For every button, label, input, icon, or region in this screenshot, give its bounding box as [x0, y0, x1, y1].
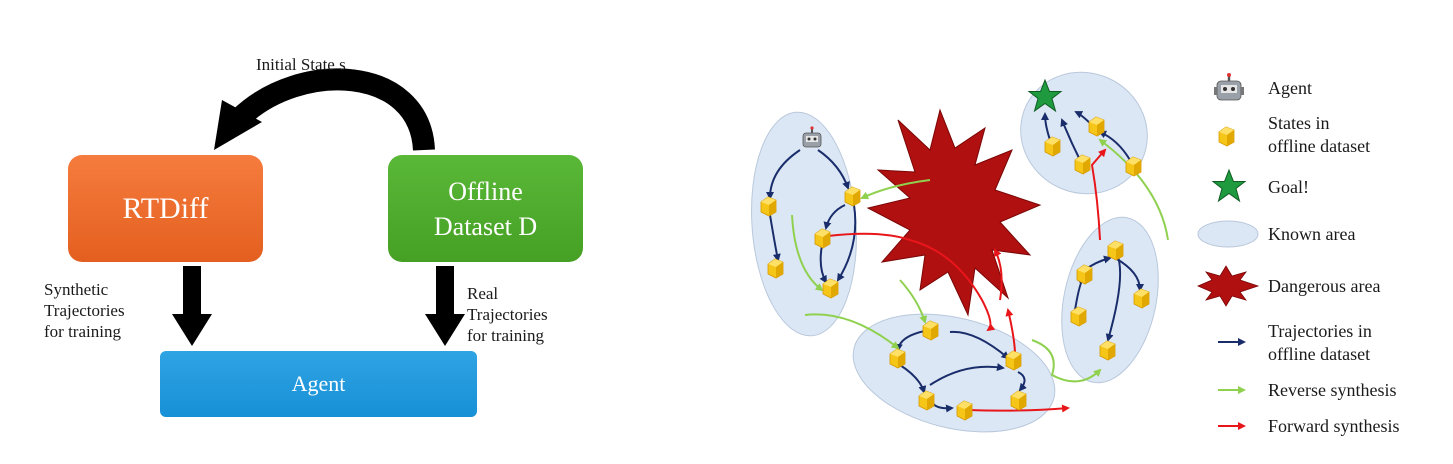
forward-traj: [1005, 308, 1016, 353]
dataset-traj: [899, 364, 927, 394]
legend-reverse-label: Reverse synthesis: [1268, 380, 1397, 400]
dataset-traj: [1098, 130, 1131, 161]
synthetic-trajectories-label: Synthetic Trajectories for training: [44, 279, 125, 342]
flow-arrows: [172, 68, 465, 346]
goal-star-icon: [1027, 78, 1063, 113]
dataset-traj: [929, 363, 1005, 386]
synthetic-line-3: for training: [44, 322, 121, 341]
offline-dataset-box: Offline Dataset D: [388, 155, 583, 262]
forward-traj: [827, 232, 996, 332]
legend-state-icon: [1218, 126, 1235, 147]
reverse-traj: [860, 179, 931, 200]
initial-state-arrowhead: [214, 100, 262, 150]
dataset-traj: [949, 330, 1010, 360]
legend-danger-icon: [1196, 265, 1260, 307]
legend-states-label-1: States in: [1268, 113, 1330, 133]
dataset-traj: [823, 204, 846, 230]
legend-dataset-traj-label-2: offline dataset: [1268, 344, 1371, 364]
synthetic-arrow-head: [172, 314, 212, 346]
legend-goal-label: Goal!: [1268, 177, 1309, 197]
rtdiff-label: RTDiff: [122, 191, 209, 225]
dataset-traj: [819, 244, 827, 284]
real-arrow-head: [425, 314, 465, 346]
synthetic-line-2: Trajectories: [44, 301, 125, 320]
dangerous-area: [866, 108, 1042, 317]
real-line-3: for training: [467, 326, 544, 345]
reverse-traj: [899, 279, 927, 324]
real-line-1: Real: [467, 284, 499, 303]
forward-traj: [994, 248, 1003, 301]
legend-agent-label: Agent: [1268, 78, 1312, 98]
forward-traj: [967, 404, 1070, 413]
agent-robot-icon: [802, 126, 822, 148]
legend-states-label-2: offline dataset: [1268, 136, 1371, 156]
dataset-traj: [1017, 371, 1027, 392]
real-line-2: Trajectories: [467, 305, 548, 324]
legend-goal-star-icon: [1211, 168, 1247, 203]
initial-state-arrow: [232, 68, 435, 152]
real-trajectories-label: Real Trajectories for training: [467, 283, 548, 346]
agent-box: Agent: [160, 351, 477, 417]
dataset-traj: [817, 149, 850, 190]
dataset-traj: [766, 149, 801, 200]
dataset-traj: [769, 214, 781, 262]
initial-state-label: Initial State s: [256, 55, 346, 74]
legend-agent-icon: [1214, 73, 1244, 101]
legend-dataset-traj-label-1: Trajectories in: [1268, 321, 1372, 341]
legend-known-area-label: Known area: [1268, 224, 1356, 244]
legend-danger-label: Dangerous area: [1268, 276, 1381, 296]
known-area-right: [1061, 216, 1159, 384]
rtdiff-box: RTDiff: [68, 155, 263, 262]
synthetic-line-1: Synthetic: [44, 280, 109, 299]
reverse-traj: [1098, 138, 1169, 241]
reverse-traj: [1031, 339, 1102, 383]
legend-known-area-icon: [1197, 220, 1259, 248]
dataset-traj: [1060, 118, 1081, 161]
forward-traj: [1090, 148, 1107, 241]
known-area-top: [1020, 71, 1148, 195]
real-arrow-shaft: [436, 266, 454, 316]
dataset-traj: [1114, 257, 1144, 292]
dataset-traj: [1041, 112, 1051, 141]
offline-label-line1: Offline: [448, 176, 523, 206]
reverse-traj: [804, 313, 900, 350]
offline-label-line2: Dataset D: [433, 211, 538, 241]
legend-forward-label: Forward synthesis: [1268, 416, 1400, 436]
agent-box-label: Agent: [291, 371, 346, 396]
dataset-traj: [836, 204, 857, 282]
reverse-traj: [791, 214, 824, 292]
synthetic-arrow-shaft: [183, 266, 201, 316]
